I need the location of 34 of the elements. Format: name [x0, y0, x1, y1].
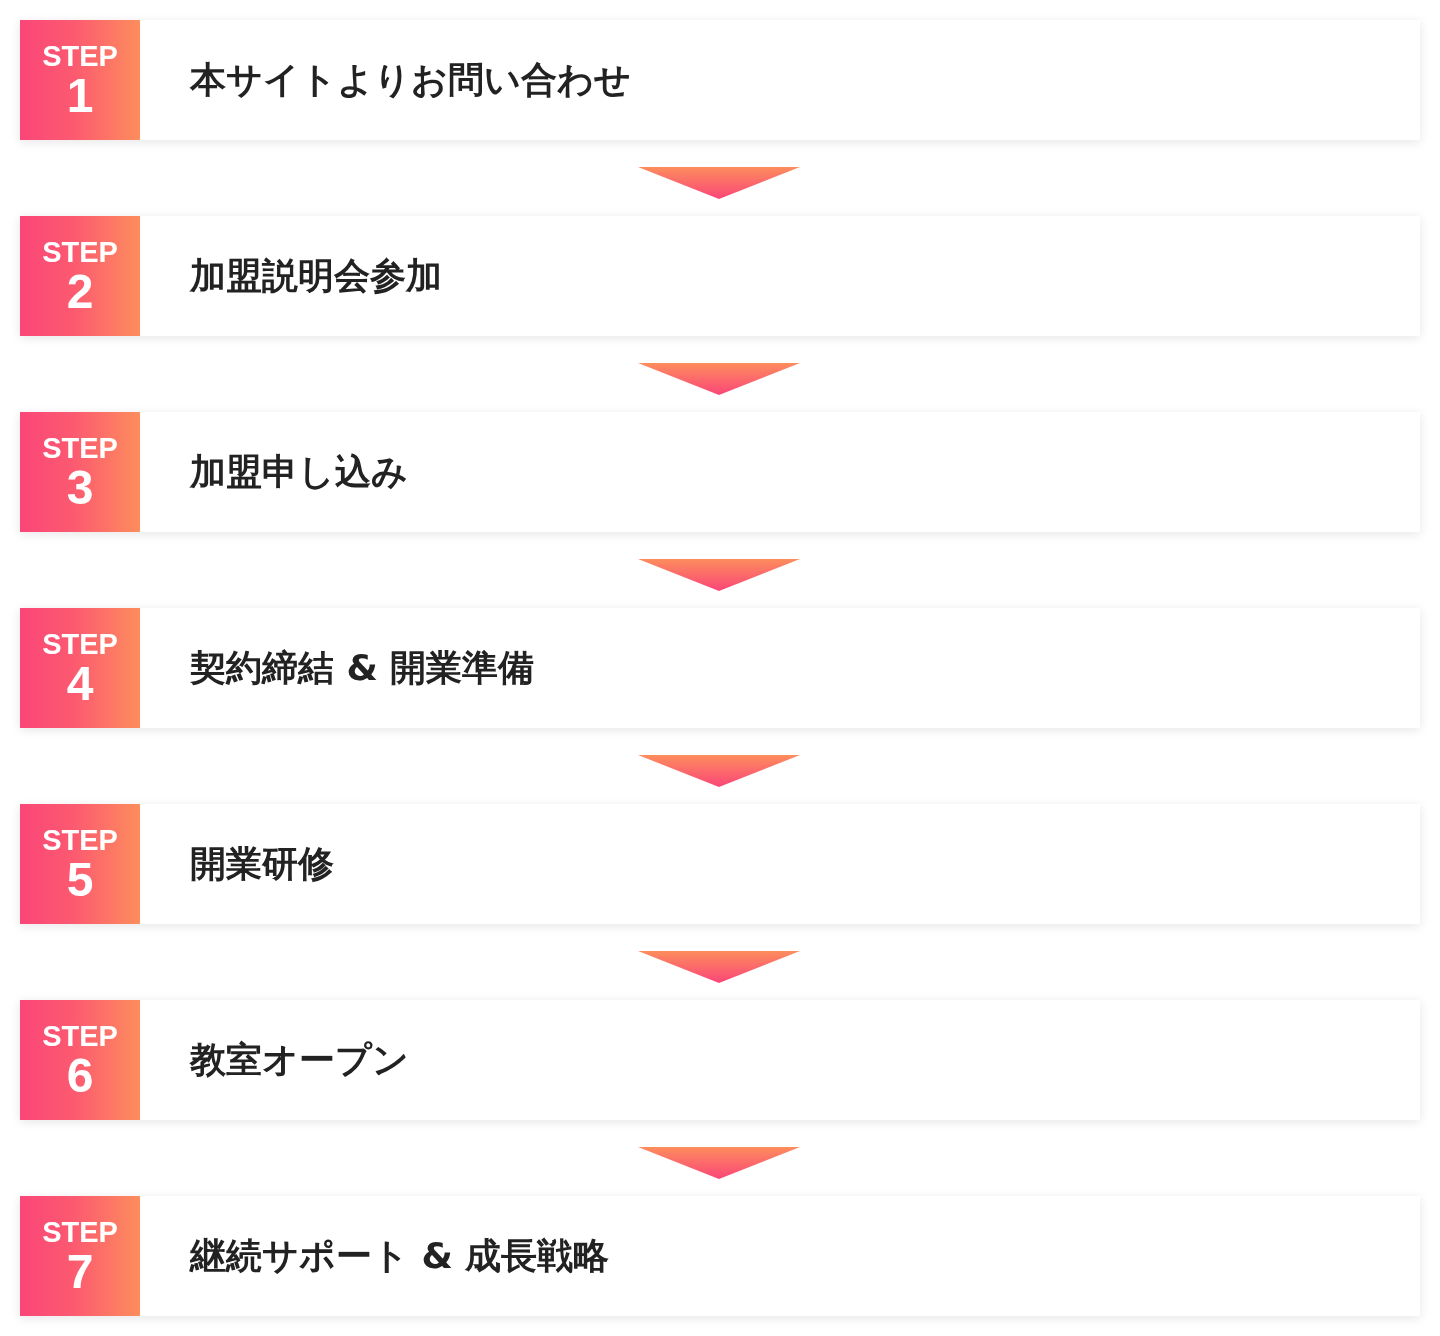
step-title: 加盟説明会参加 — [190, 254, 442, 298]
step-card — [20, 412, 1420, 532]
arrow — [638, 363, 800, 395]
step-title: 教室オープン — [190, 1038, 409, 1082]
step-label: STEP — [41, 40, 119, 72]
step-card — [20, 804, 1420, 924]
step-title: 本サイトよりお問い合わせ — [190, 58, 631, 102]
step-number: 2 — [65, 266, 95, 318]
step-label: STEP — [41, 824, 119, 856]
step-title: 継続サポート & 成長戦略 — [190, 1234, 610, 1278]
step-number: 4 — [65, 658, 95, 710]
step-number: 3 — [65, 462, 95, 514]
step-label: STEP — [41, 236, 119, 268]
step-label: STEP — [41, 1216, 119, 1248]
step-card — [20, 1000, 1420, 1120]
step-number: 7 — [65, 1246, 95, 1298]
step-title: 契約締結 & 開業準備 — [190, 646, 535, 690]
arrow — [638, 1147, 800, 1179]
step-label: STEP — [41, 1020, 119, 1052]
step-label: STEP — [41, 432, 119, 464]
arrow — [638, 755, 800, 787]
arrow — [638, 951, 800, 983]
step-number: 5 — [65, 854, 95, 906]
step-card — [20, 216, 1420, 336]
step-card — [20, 20, 1420, 140]
step-number: 6 — [65, 1050, 95, 1102]
step-title: 加盟申し込み — [190, 450, 408, 494]
arrow — [638, 167, 800, 199]
step-label: STEP — [41, 628, 119, 660]
arrow — [638, 559, 800, 591]
step-title: 開業研修 — [190, 842, 334, 886]
step-number: 1 — [65, 70, 95, 122]
step-card — [20, 608, 1420, 728]
step-card — [20, 1196, 1420, 1316]
